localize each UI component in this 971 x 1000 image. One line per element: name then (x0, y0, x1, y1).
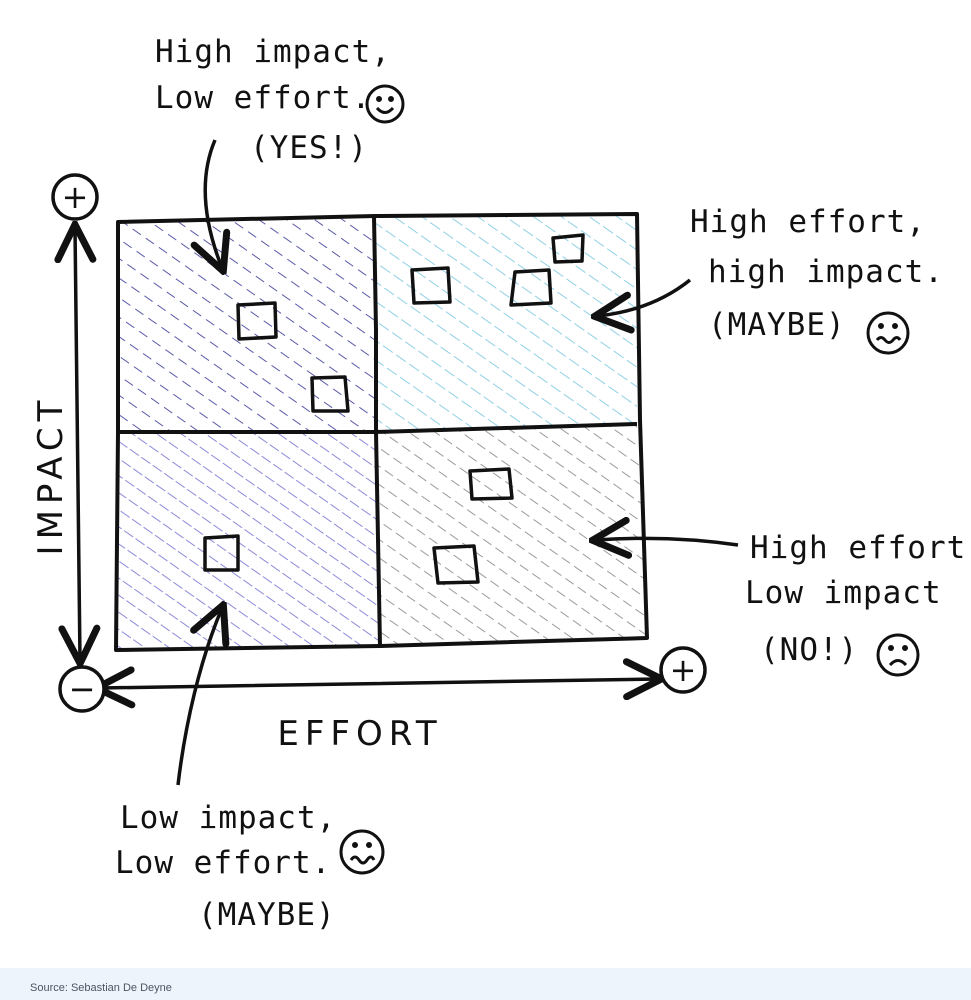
effort-axis-label: EFFORT (277, 714, 442, 754)
effort-impact-matrix: + + − IMPACT EFFORT High impact, Low eff… (31, 34, 971, 933)
item-square (468, 467, 514, 501)
origin-minus-sign: − (69, 670, 96, 708)
annotation-high-effort-high-impact: High effort, high impact. (MAYBE) (598, 204, 944, 355)
annotation-high-effort-low-impact: High effort, Low impact (NO!) (596, 530, 971, 677)
impact-plus-circle (51, 173, 99, 221)
quadrant-grid (114, 212, 649, 652)
annotation-line: high impact. (708, 254, 944, 290)
arrow (598, 278, 692, 316)
grid-vertical-divider (372, 215, 382, 647)
axes: + + − IMPACT EFFORT (31, 173, 707, 754)
quadrant-high-effort-high-impact (375, 214, 637, 432)
annotation-line: Low effort. (155, 80, 371, 116)
annotation-line: (MAYBE) (198, 897, 336, 933)
item-square (203, 534, 240, 572)
annotation-line: (YES!) (250, 130, 368, 166)
annotation-line: Low impact, (120, 800, 336, 836)
arrow (596, 538, 739, 545)
annotation-high-impact-low-effort: High impact, Low effort. (YES!) (155, 34, 405, 268)
annotation-line: High impact, (155, 34, 391, 70)
impact-axis-label: IMPACT (31, 395, 71, 556)
frowning-face-icon (876, 633, 920, 677)
item-square (236, 301, 278, 341)
item-square (551, 233, 585, 264)
item-square (410, 266, 452, 305)
impact-axis-arrow (75, 228, 80, 660)
quadrant-low-impact-low-effort (116, 432, 380, 650)
annotation-line: Low impact (745, 575, 942, 611)
item-squares (203, 233, 585, 585)
effort-plus-sign: + (670, 651, 697, 689)
quadrant-high-impact-low-effort (118, 216, 375, 432)
item-square (310, 375, 350, 413)
quadrant-high-effort-low-impact (375, 425, 647, 646)
grid-outline (114, 212, 649, 652)
annotation-line: (MAYBE) (708, 307, 846, 343)
wavy-face-icon (866, 311, 910, 355)
item-square (432, 544, 480, 585)
effort-plus-circle (659, 646, 707, 694)
annotation-low-impact-low-effort: Low impact, Low effort. (MAYBE) (115, 608, 385, 933)
grid-horizontal-divider (118, 422, 638, 434)
arrow (176, 608, 222, 786)
source-caption: Source: Sebastian De Deyne (30, 982, 172, 994)
annotation-line: High effort, (690, 204, 926, 240)
annotation-line: High effort, (750, 530, 971, 566)
smiling-face-icon (365, 84, 405, 124)
arrow (205, 139, 222, 268)
effort-axis-arrow (100, 679, 658, 688)
item-square (509, 268, 553, 307)
annotation-line: (NO!) (760, 632, 858, 668)
annotation-line: Low effort. (115, 845, 331, 881)
origin-minus-circle (58, 665, 106, 713)
wavy-face-icon (339, 829, 385, 875)
impact-plus-sign: + (62, 178, 89, 216)
caption-bar: Source: Sebastian De Deyne (0, 968, 971, 1000)
